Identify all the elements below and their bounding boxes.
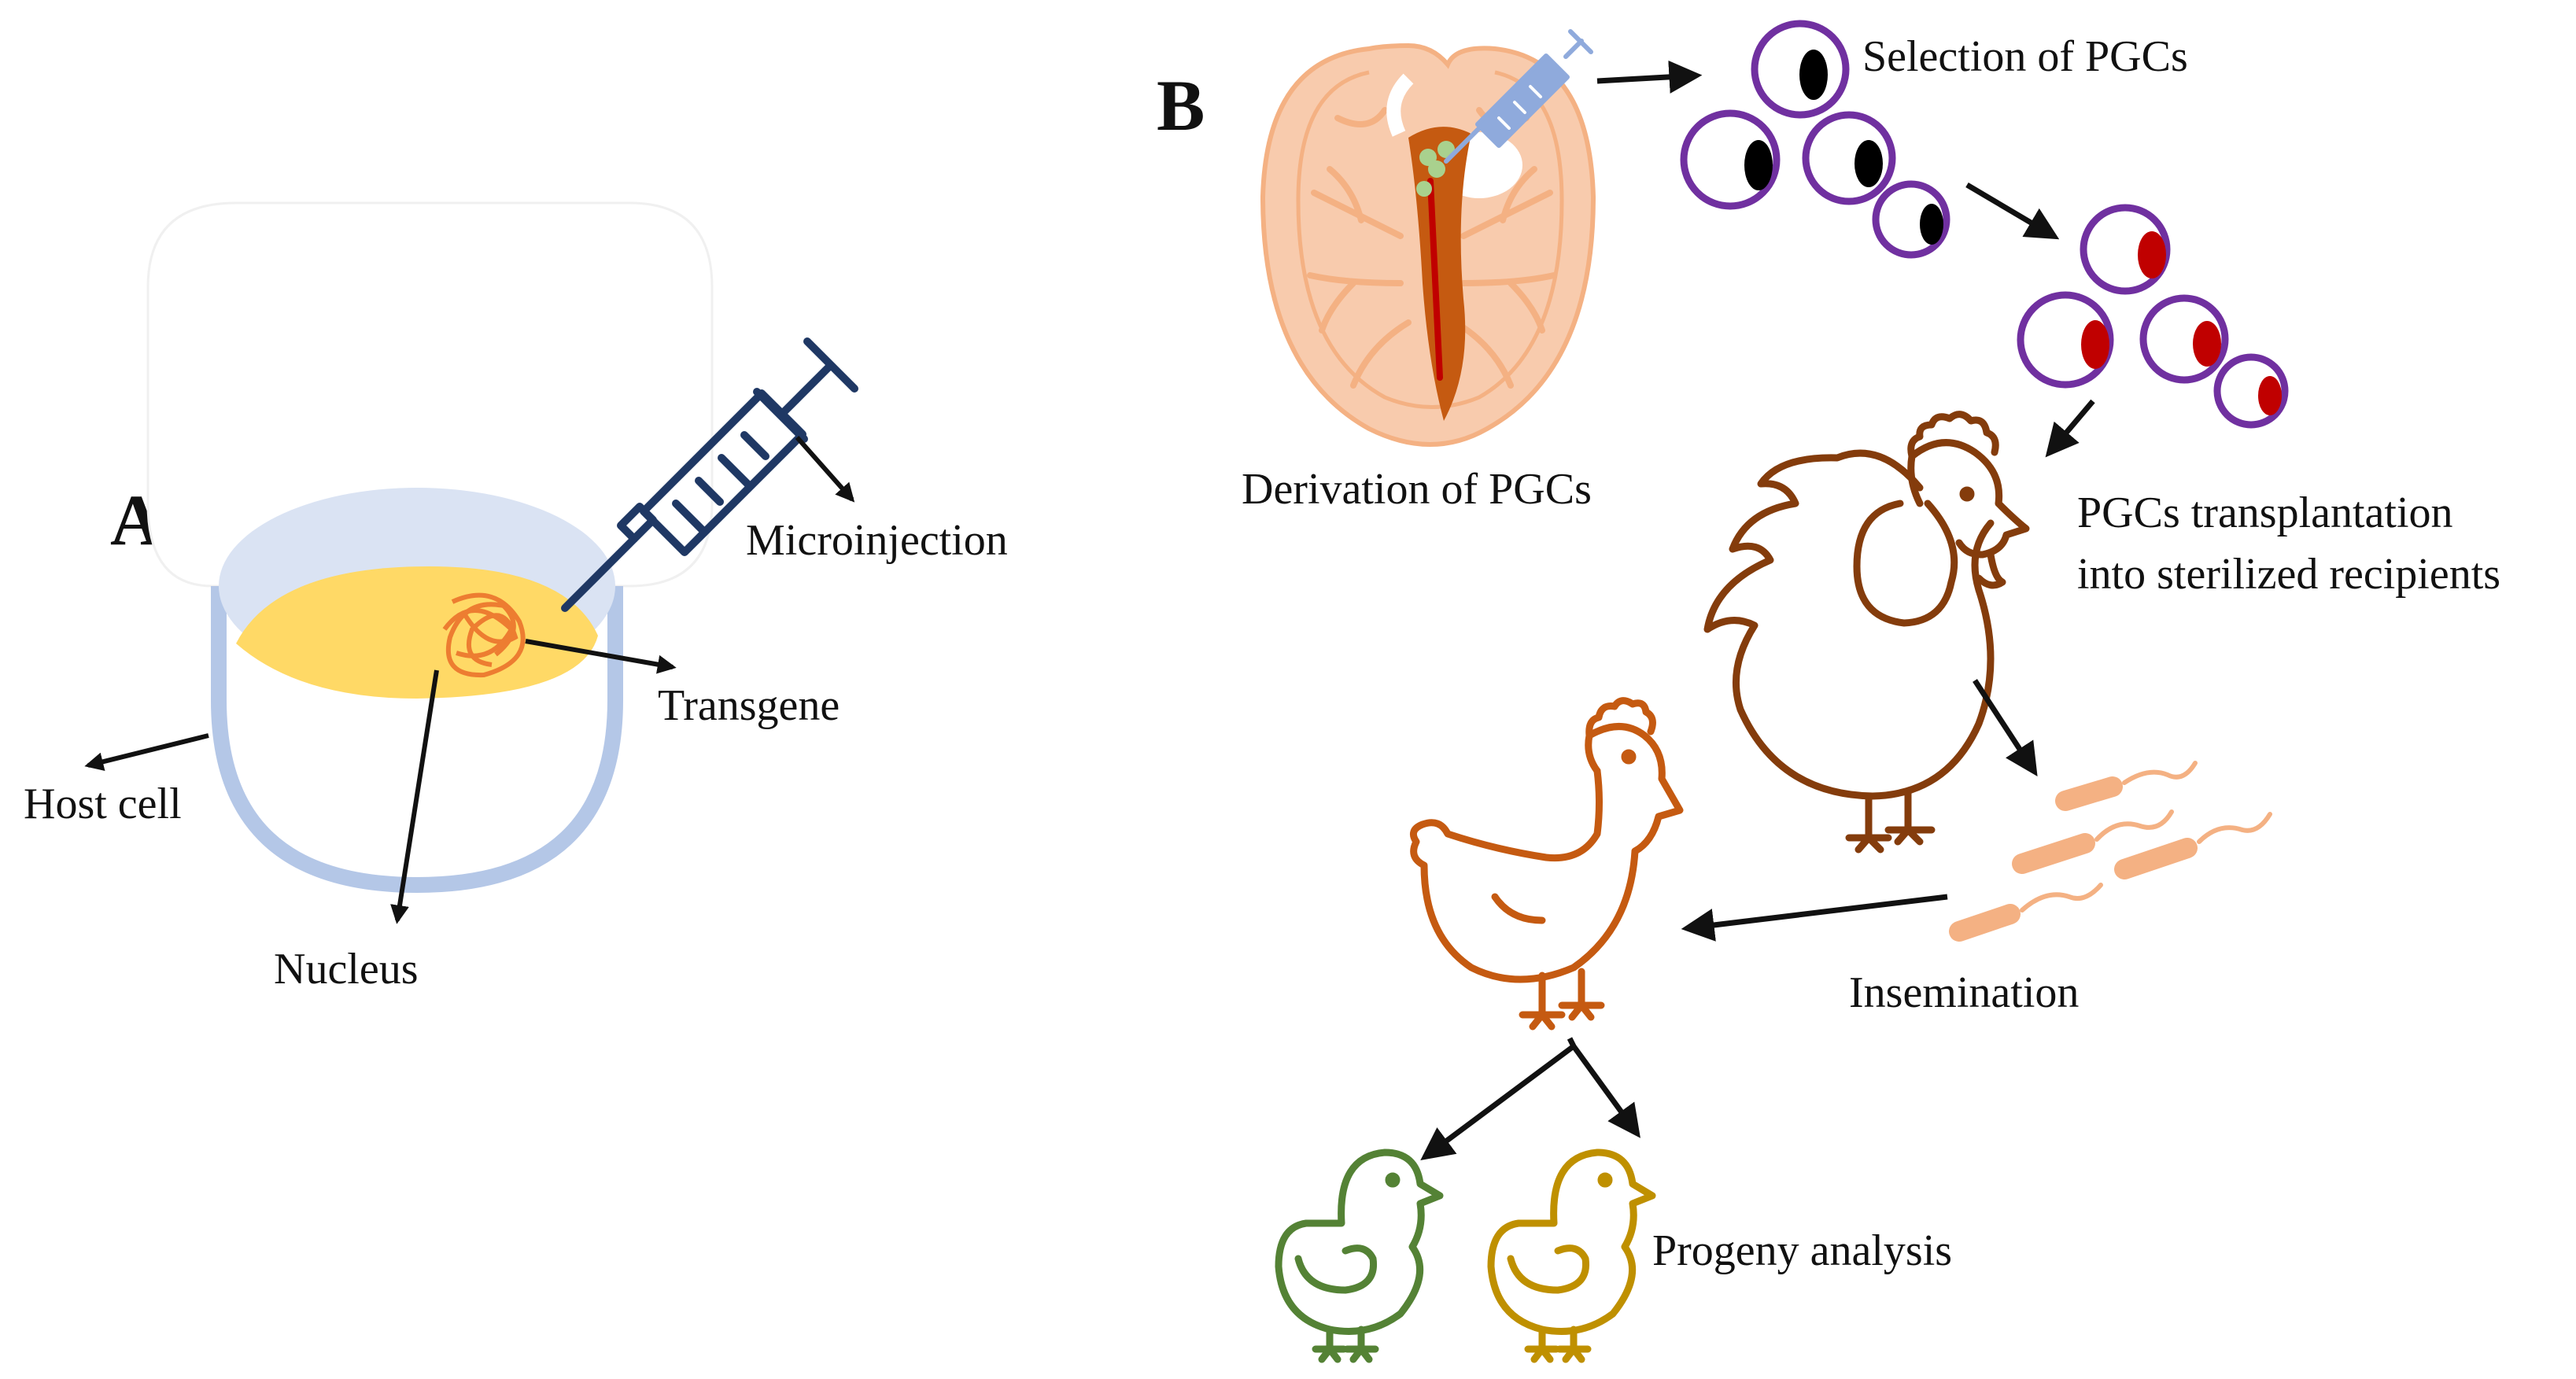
pgc-cell (2080, 204, 2171, 295)
arrow-hen-branch (1567, 1037, 1577, 1048)
arrow-to-marked-pgcs (1965, 182, 2060, 240)
label-derivation: Derivation of PGCs (1242, 465, 1592, 514)
panel-b: B (1157, 20, 2500, 1363)
sperm-cell (2114, 812, 2272, 879)
embryo-icon (1260, 42, 1596, 447)
arrow-to-selection (1596, 60, 1703, 94)
label-transplantation-line2: into sterilized recipients (2077, 550, 2500, 599)
arrow-host-cell (84, 733, 209, 772)
arrow-transgene (525, 639, 677, 674)
chick-yellow-icon (1487, 1149, 1656, 1363)
arrow-to-sperm (1973, 679, 2038, 777)
label-transplantation-line1: PGCs transplantation (2077, 489, 2453, 537)
panel-a-background-frame (146, 201, 714, 588)
panel-b-label: B (1157, 65, 1205, 146)
label-transgene: Transgene (658, 681, 840, 730)
label-nucleus: Nucleus (274, 945, 419, 994)
rooster-icon (1703, 411, 2030, 854)
sperm-cluster-icon (1949, 761, 2272, 942)
arrow-to-rooster (2045, 399, 2095, 458)
arrow-to-hen (1681, 894, 1948, 942)
arrow-to-green-chick (1420, 1044, 1576, 1161)
marked-pgc-cluster (2017, 204, 2289, 429)
hen-icon (1409, 697, 1684, 1031)
pgc-cell (1680, 109, 1781, 210)
selected-pgc-cluster (1680, 20, 1950, 259)
arrow-microinjection (795, 436, 855, 503)
arrow-nucleus (390, 669, 439, 924)
pgc-cell (2213, 353, 2289, 429)
primitive-streak (1408, 127, 1471, 421)
transgene-dna (442, 592, 526, 678)
pgc-cell (1802, 111, 1896, 205)
sperm-cell (2012, 809, 2174, 874)
label-insemination: Insemination (1849, 968, 2079, 1017)
label-microinjection: Microinjection (746, 516, 1008, 565)
pgc-cell (1872, 180, 1950, 259)
pgc-cell (2017, 291, 2114, 389)
label-selection: Selection of PGCs (1862, 32, 2188, 81)
pgc-cell (2139, 294, 2229, 384)
syringe-icon (561, 337, 858, 612)
label-progeny: Progeny analysis (1652, 1226, 1952, 1275)
sperm-cell (1949, 883, 2103, 942)
pgc-cell (1751, 20, 1850, 119)
label-host-cell: Host cell (24, 780, 182, 828)
sperm-cell (2055, 761, 2198, 811)
arrow-to-yellow-chick (1571, 1044, 1640, 1138)
chick-green-icon (1275, 1149, 1444, 1363)
syringe-b-icon (1444, 29, 1593, 164)
panel-a: A (24, 201, 1008, 994)
